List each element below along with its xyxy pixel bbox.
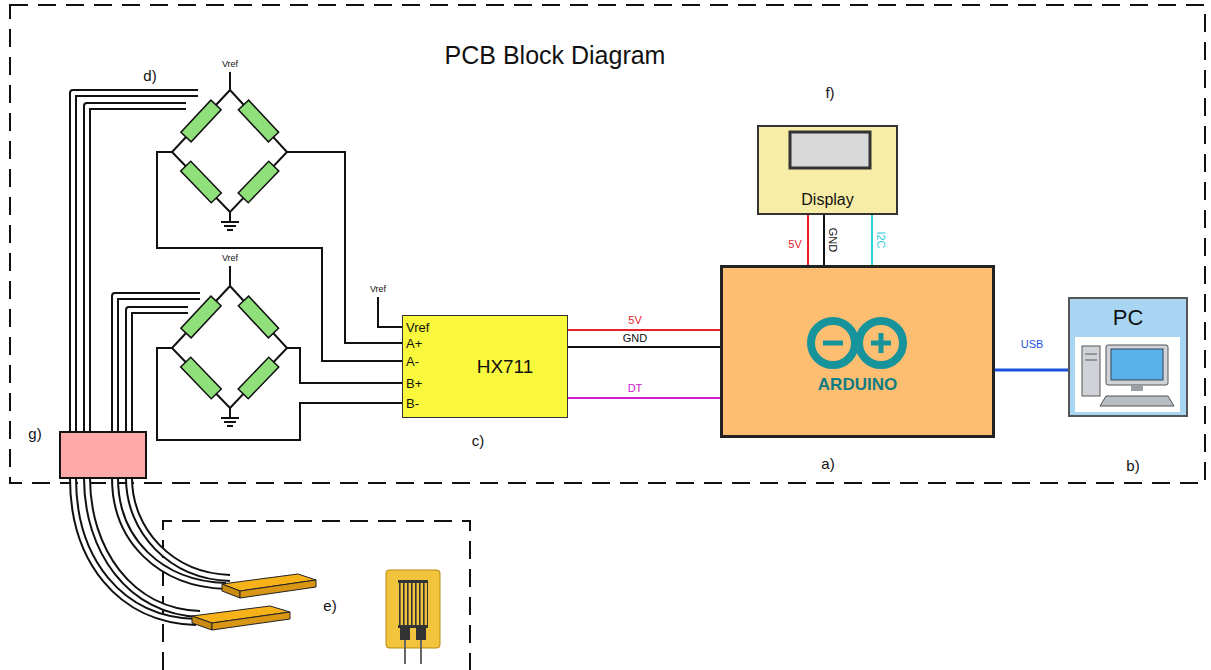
gauge-pad — [192, 574, 316, 630]
signal-label: GND — [623, 333, 647, 344]
signal-label: 5V — [788, 239, 801, 250]
callout-letter: e) — [323, 598, 336, 613]
wire — [568, 397, 720, 399]
bridge-wires — [157, 72, 402, 440]
sensor-region — [163, 521, 470, 670]
callout-letter: c) — [472, 433, 485, 448]
wire — [568, 346, 720, 348]
signal-label: USB — [1021, 339, 1044, 350]
wire — [807, 215, 809, 265]
signal-label: I2C — [875, 231, 886, 248]
callout-letter: b) — [1126, 458, 1139, 473]
pin-name: Vref — [406, 321, 429, 334]
resistor-symbol — [181, 100, 279, 399]
signal-label: 5V — [628, 315, 641, 326]
diagram-title: PCB Block Diagram — [445, 43, 666, 68]
pcb-border — [10, 5, 1205, 483]
arduino-logo — [811, 321, 903, 365]
callout-letter: f) — [825, 85, 834, 100]
pin-name: A+ — [406, 337, 422, 350]
callout-letter: d) — [143, 68, 156, 83]
signal-label: DT — [628, 383, 643, 394]
signal-label: GND — [827, 228, 838, 252]
strain-gauge-icon — [386, 570, 440, 664]
signal-name: Vref — [370, 285, 386, 294]
wire — [823, 215, 825, 265]
pin-name: B+ — [406, 377, 422, 390]
wire — [568, 329, 720, 331]
gauge-cables — [73, 93, 230, 622]
node-text: ARDUINO — [723, 375, 992, 395]
signal-name: Vref — [222, 60, 238, 69]
cable-connector — [60, 432, 146, 478]
callout-letter: g) — [28, 426, 41, 441]
wire — [995, 369, 1068, 372]
pin-name: B- — [406, 397, 419, 410]
node-text: Display — [759, 191, 896, 209]
node-text: PC — [1070, 305, 1186, 331]
wire — [871, 215, 873, 265]
callout-letter: a) — [821, 456, 834, 471]
computer-icon — [1075, 337, 1180, 412]
pin-name: A- — [406, 355, 419, 368]
signal-name: Vref — [222, 254, 238, 263]
node-text: HX711 — [443, 356, 567, 378]
display-screen — [790, 132, 870, 168]
